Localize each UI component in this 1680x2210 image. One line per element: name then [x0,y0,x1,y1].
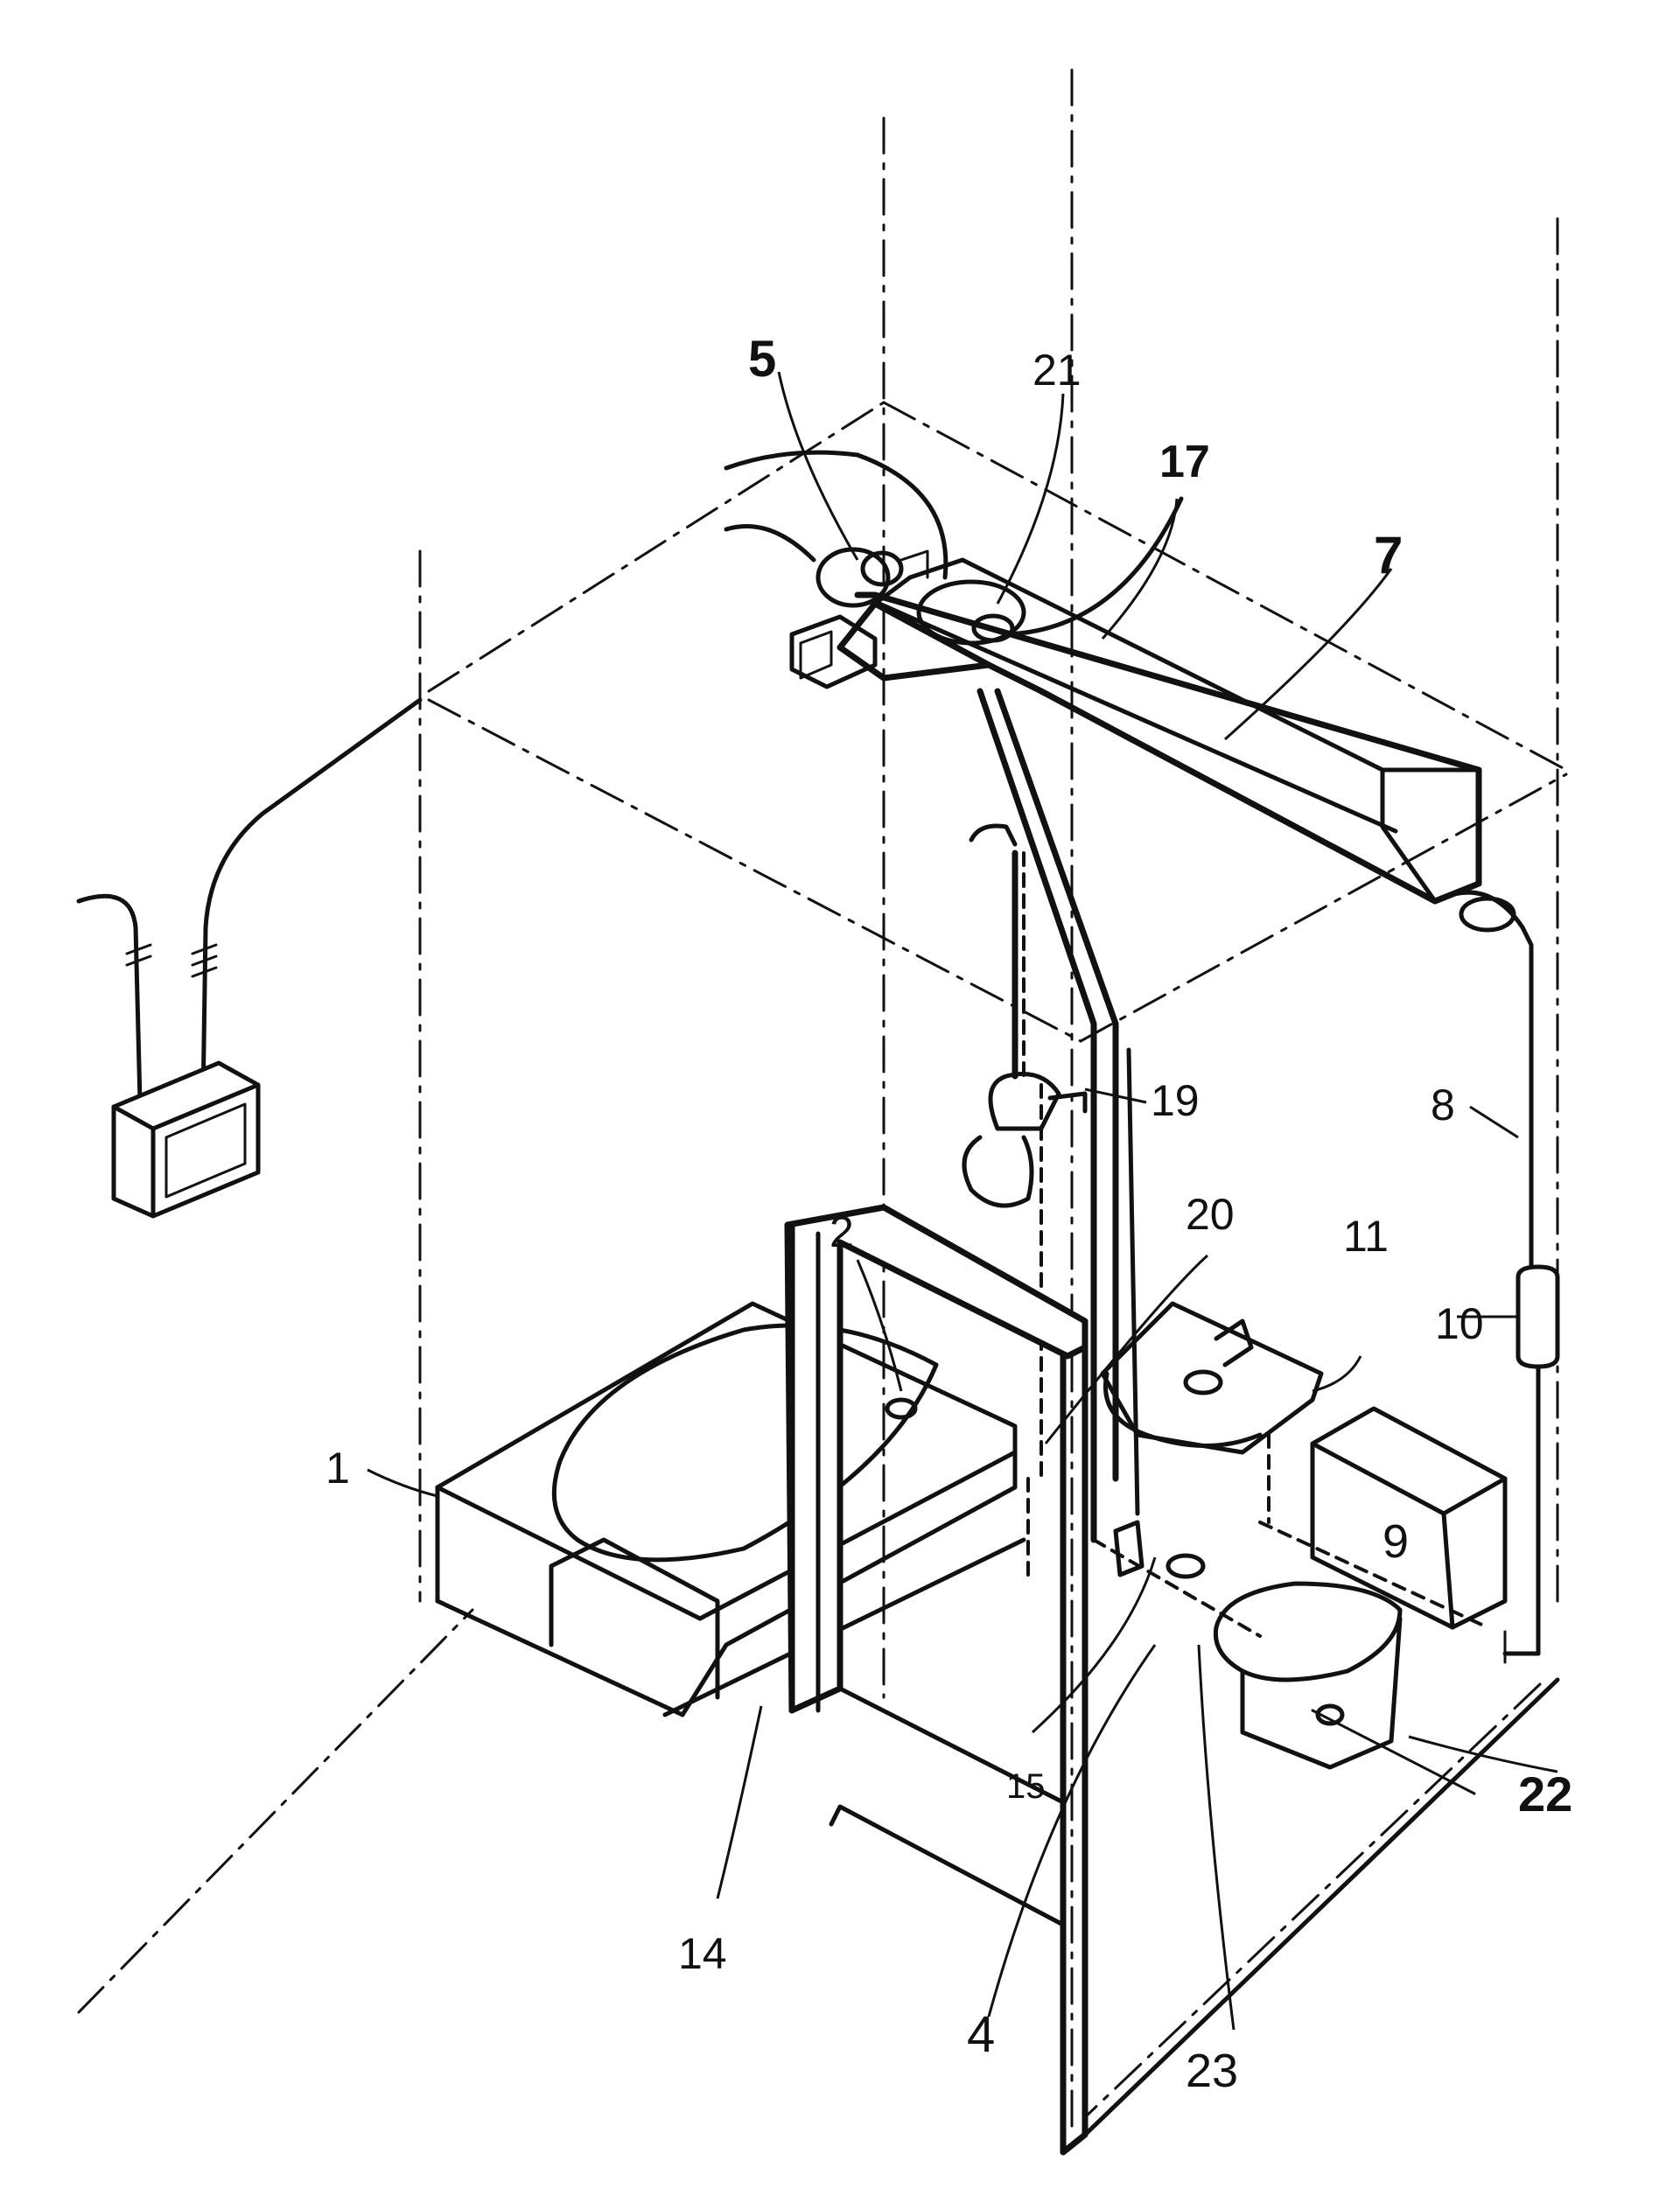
label-19: 19 [1151,1076,1200,1125]
riser-pipes [976,688,1140,1543]
leader-lines [367,371,1558,2031]
label-23: 23 [1186,2045,1238,2097]
label-14: 14 [678,1929,727,1978]
label-4: 4 [967,2006,995,2063]
label-2: 2 [830,1207,854,1256]
toilet [1213,1406,1508,1795]
construction-lines [77,68,1568,2137]
control-wiring [76,697,423,1105]
label-20: 20 [1186,1190,1235,1239]
door-frame [784,1204,1088,2156]
reference-numerals: 1 2 4 5 7 8 9 10 11 14 15 17 19 20 21 22… [326,331,1572,2097]
label-10: 10 [1435,1299,1484,1348]
controller-box [111,1060,261,1219]
label-22: 22 [1518,1766,1572,1822]
bathtub [435,1301,1026,1717]
label-7: 7 [1374,526,1403,584]
washbasin [1100,1301,1324,1524]
label-9: 9 [1382,1515,1409,1568]
shower-assembly [962,823,1088,1208]
label-11: 11 [1343,1212,1389,1261]
label-5: 5 [748,331,776,388]
label-1: 1 [326,1444,350,1493]
floor-drain [1026,1477,1489,1638]
label-8: 8 [1431,1081,1455,1129]
label-21: 21 [1032,346,1082,395]
label-15: 15 [1006,1767,1046,1806]
label-17: 17 [1159,437,1210,487]
